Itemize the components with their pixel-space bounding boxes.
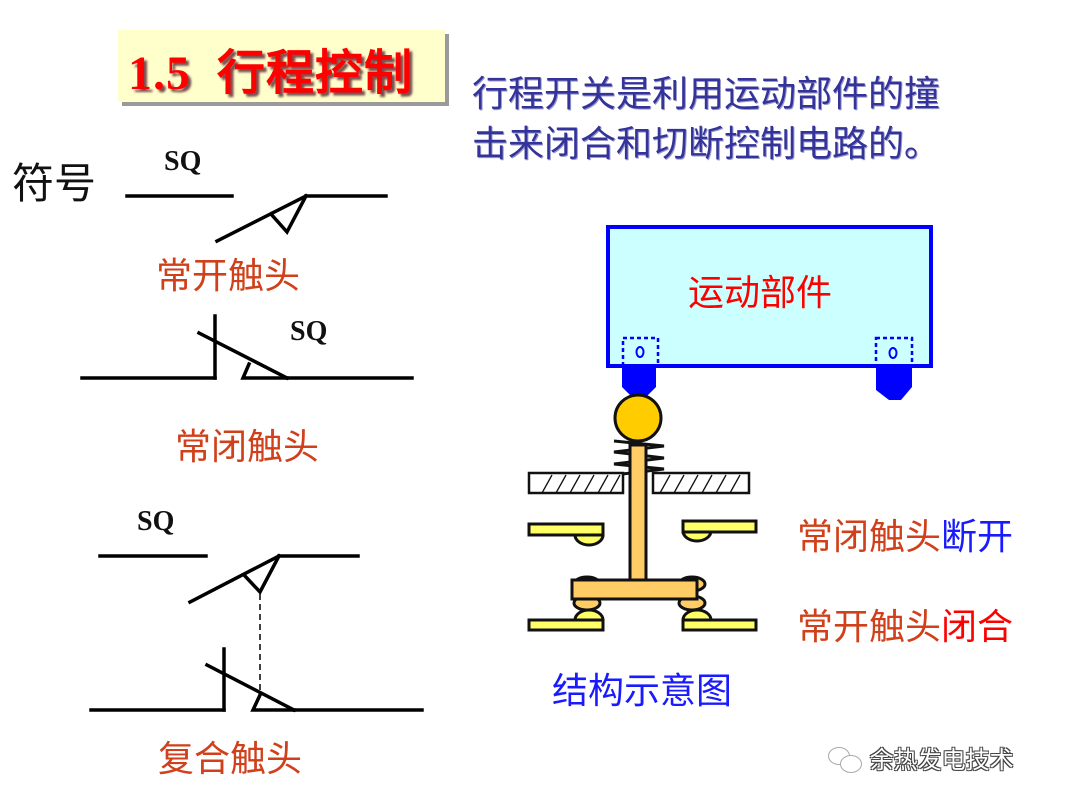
moving-part-label: 运动部件 xyxy=(688,273,833,314)
structure-caption: 结构示意图 xyxy=(552,671,733,712)
no-status-label: 常开触头闭合 xyxy=(797,598,1013,650)
description-line-2: 击来闭合和切断控制电路的。 xyxy=(472,124,941,165)
no-contact-caption: 常开触头 xyxy=(156,256,301,297)
cam-left xyxy=(622,366,656,398)
normally-closed-contact-symbol xyxy=(80,314,414,381)
moving-bridge xyxy=(570,575,707,612)
nc-status-suffix: 断开 xyxy=(941,517,1014,558)
description: 行程开关是利用运动部件的撞 击来闭合和切断控制电路的。 xyxy=(472,70,1052,170)
plunger-rod xyxy=(628,443,648,592)
slide-title: 1.5 行程控制 xyxy=(128,33,413,103)
compound-nc-symbol xyxy=(89,647,424,713)
nc-fixed-contacts xyxy=(527,519,758,547)
nc-status-prefix: 常闭触头 xyxy=(797,517,942,558)
compound-sq-label: SQ xyxy=(137,506,175,537)
nc-contact-caption: 常闭触头 xyxy=(175,427,320,468)
description-line-1: 行程开关是利用运动部件的撞 xyxy=(472,74,941,115)
spring xyxy=(613,439,665,477)
normally-open-contact-symbol xyxy=(125,193,388,244)
no-fixed-contacts xyxy=(527,608,758,632)
no-sq-label: SQ xyxy=(164,146,202,177)
moving-part-box xyxy=(606,225,933,368)
housing-plate xyxy=(527,471,751,495)
compound-no-symbol xyxy=(98,553,360,605)
watermark-text: 余热发电技术 xyxy=(869,746,1014,774)
nc-sq-label: SQ xyxy=(290,316,328,347)
compound-contact-caption: 复合触头 xyxy=(158,739,303,780)
title-text: 行程控制 xyxy=(217,47,414,100)
no-status-suffix: 闭合 xyxy=(941,607,1014,648)
roller xyxy=(613,393,663,443)
watermark: 余热发电技术 xyxy=(828,740,1014,775)
cam-right xyxy=(876,366,912,400)
no-status-prefix: 常开触头 xyxy=(797,607,942,648)
title-number: 1.5 xyxy=(128,47,191,100)
symbol-label: 符号 xyxy=(12,159,97,208)
wechat-icon xyxy=(828,747,862,775)
nc-status-label: 常闭触头断开 xyxy=(797,508,1013,560)
title-box xyxy=(118,30,445,102)
